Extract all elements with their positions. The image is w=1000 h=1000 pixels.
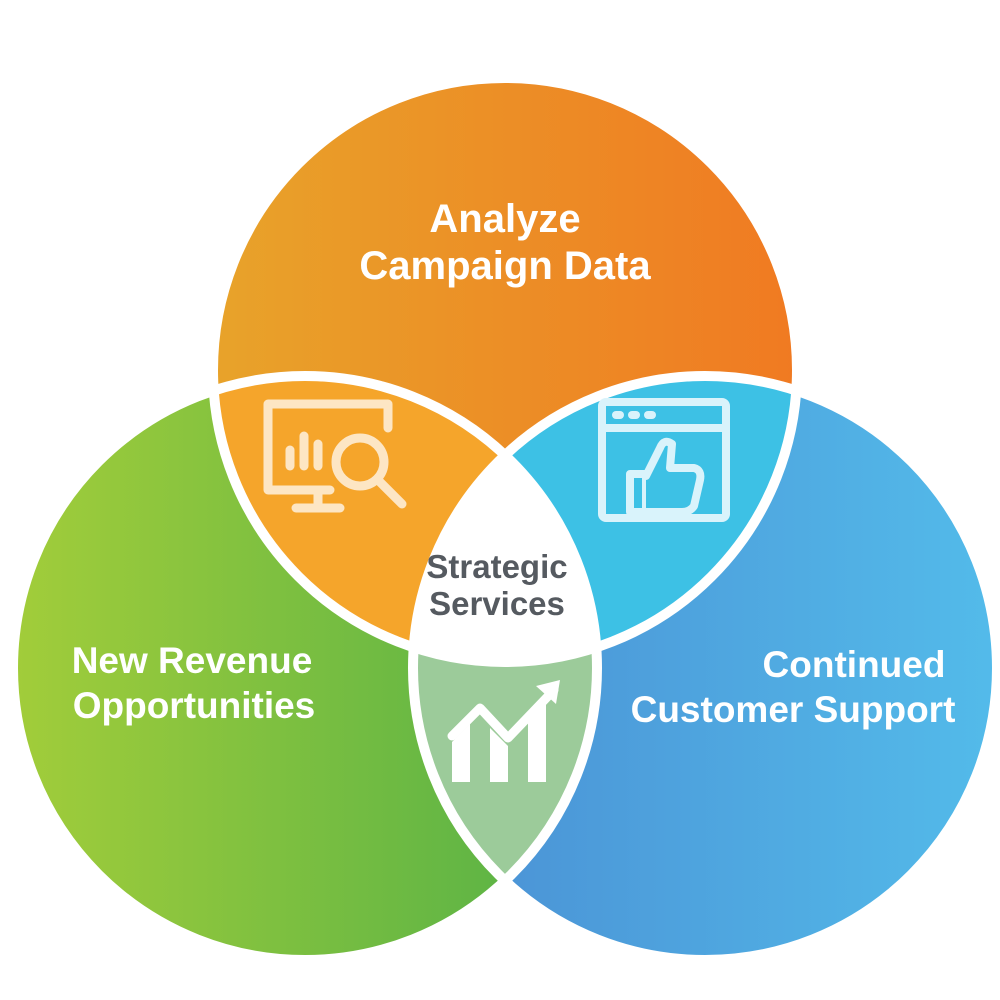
label-center-line1: Strategic	[426, 548, 567, 585]
label-center-line2: Services	[429, 585, 565, 622]
thumbs-up-browser-icon	[598, 398, 730, 522]
label-analyze-line1: Analyze	[429, 197, 580, 241]
growth-chart-icon	[447, 680, 560, 782]
label-revenue-line1: New Revenue	[72, 640, 313, 681]
analytics-search-icon	[263, 399, 407, 513]
label-revenue-line2: Opportunities	[73, 685, 316, 726]
label-analyze-line2: Campaign Data	[359, 244, 651, 288]
label-support-line1: Continued	[763, 644, 946, 685]
label-support-line2: Customer Support	[631, 689, 956, 730]
